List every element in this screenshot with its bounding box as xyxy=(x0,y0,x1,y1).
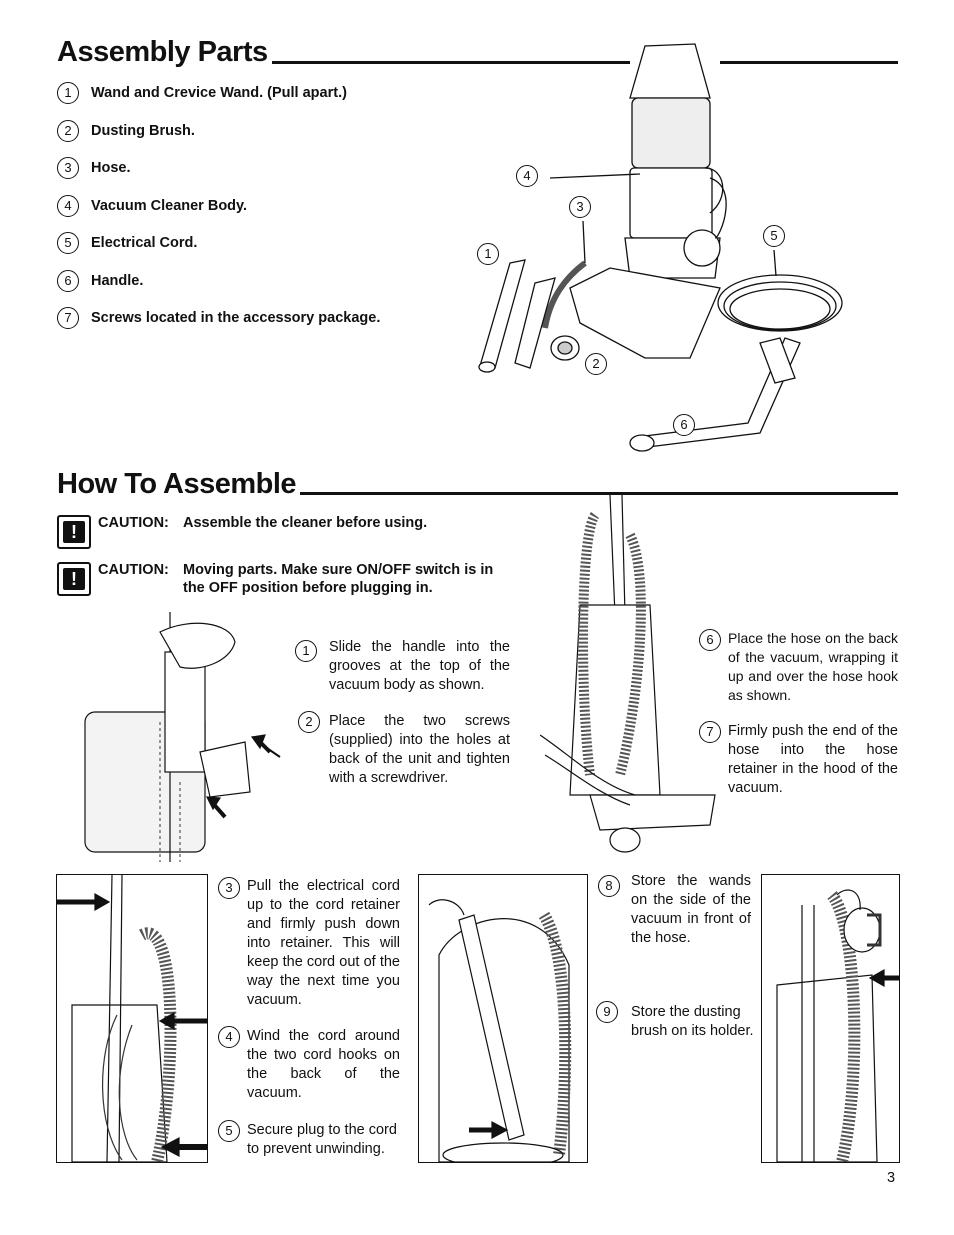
step-number: 3 xyxy=(218,877,240,899)
part-callout: 5 xyxy=(763,225,785,247)
part-number: 7 xyxy=(57,307,79,329)
caution-text: Assemble the cleaner before using. xyxy=(183,515,428,531)
step-text: Store the dusting brush on its holder. xyxy=(631,1004,754,1039)
step-number: 6 xyxy=(699,629,721,651)
part-label: Wand and Crevice Wand. (Pull apart.) xyxy=(91,85,347,101)
part-callout: 2 xyxy=(585,353,607,375)
step-text: Slide the handle into the grooves at the… xyxy=(329,639,510,693)
part-number: 6 xyxy=(57,270,79,292)
part-number: 1 xyxy=(57,82,79,104)
step-number: 9 xyxy=(596,1001,618,1023)
part-number: 3 xyxy=(57,157,79,179)
cord-retainer-illustration xyxy=(56,874,208,1163)
step-text: Place the two screws (supplied) into the… xyxy=(329,713,510,786)
title-rule xyxy=(272,61,630,64)
step-text: Firmly push the end of the hose into the… xyxy=(728,723,898,796)
step-number: 4 xyxy=(218,1026,240,1048)
page-number: 3 xyxy=(887,1170,896,1186)
assembly-parts-title: Assembly Parts xyxy=(57,36,268,68)
step-text: Store the wands on the side of the vacuu… xyxy=(631,873,751,946)
caution-label: CAUTION: xyxy=(98,515,169,531)
part-number: 5 xyxy=(57,232,79,254)
step-number: 8 xyxy=(598,875,620,897)
handle-install-illustration xyxy=(70,612,290,862)
parts-illustration: 4 3 1 5 2 6 xyxy=(470,38,870,468)
title-rule xyxy=(720,61,898,64)
part-callout: 4 xyxy=(516,165,538,187)
step-number: 1 xyxy=(295,640,317,662)
step-number: 2 xyxy=(298,711,320,733)
caution-icon: ! xyxy=(57,515,91,549)
part-label: Screws located in the accessory package. xyxy=(91,310,381,326)
part-callout: 1 xyxy=(477,243,499,265)
brush-storage-illustration xyxy=(761,874,900,1163)
part-label: Dusting Brush. xyxy=(91,123,195,139)
step-number: 5 xyxy=(218,1120,240,1142)
part-label: Hose. xyxy=(91,160,131,176)
step-text: Wind the cord around the two cord hooks … xyxy=(247,1028,400,1101)
caution-text: Moving parts. Make sure ON/OFF switch is… xyxy=(183,562,494,596)
caution-label: CAUTION: xyxy=(98,562,169,578)
step-text: Pull the electrical cord up to the cord … xyxy=(247,878,400,1008)
part-callout: 3 xyxy=(569,196,591,218)
step-text: Secure plug to the cord to prevent unwin… xyxy=(247,1122,397,1157)
part-label: Vacuum Cleaner Body. xyxy=(91,198,248,214)
part-number: 4 xyxy=(57,195,79,217)
wand-storage-illustration xyxy=(418,874,588,1163)
title-rule xyxy=(300,492,898,495)
part-label: Electrical Cord. xyxy=(91,235,198,251)
part-number: 2 xyxy=(57,120,79,142)
how-to-assemble-title: How To Assemble xyxy=(57,468,297,500)
step-number: 7 xyxy=(699,721,721,743)
part-label: Handle. xyxy=(91,273,144,289)
caution-icon: ! xyxy=(57,562,91,596)
hose-install-illustration xyxy=(540,495,720,860)
part-callout: 6 xyxy=(673,414,695,436)
step-text: Place the hose on the back of the vacuum… xyxy=(728,630,898,703)
